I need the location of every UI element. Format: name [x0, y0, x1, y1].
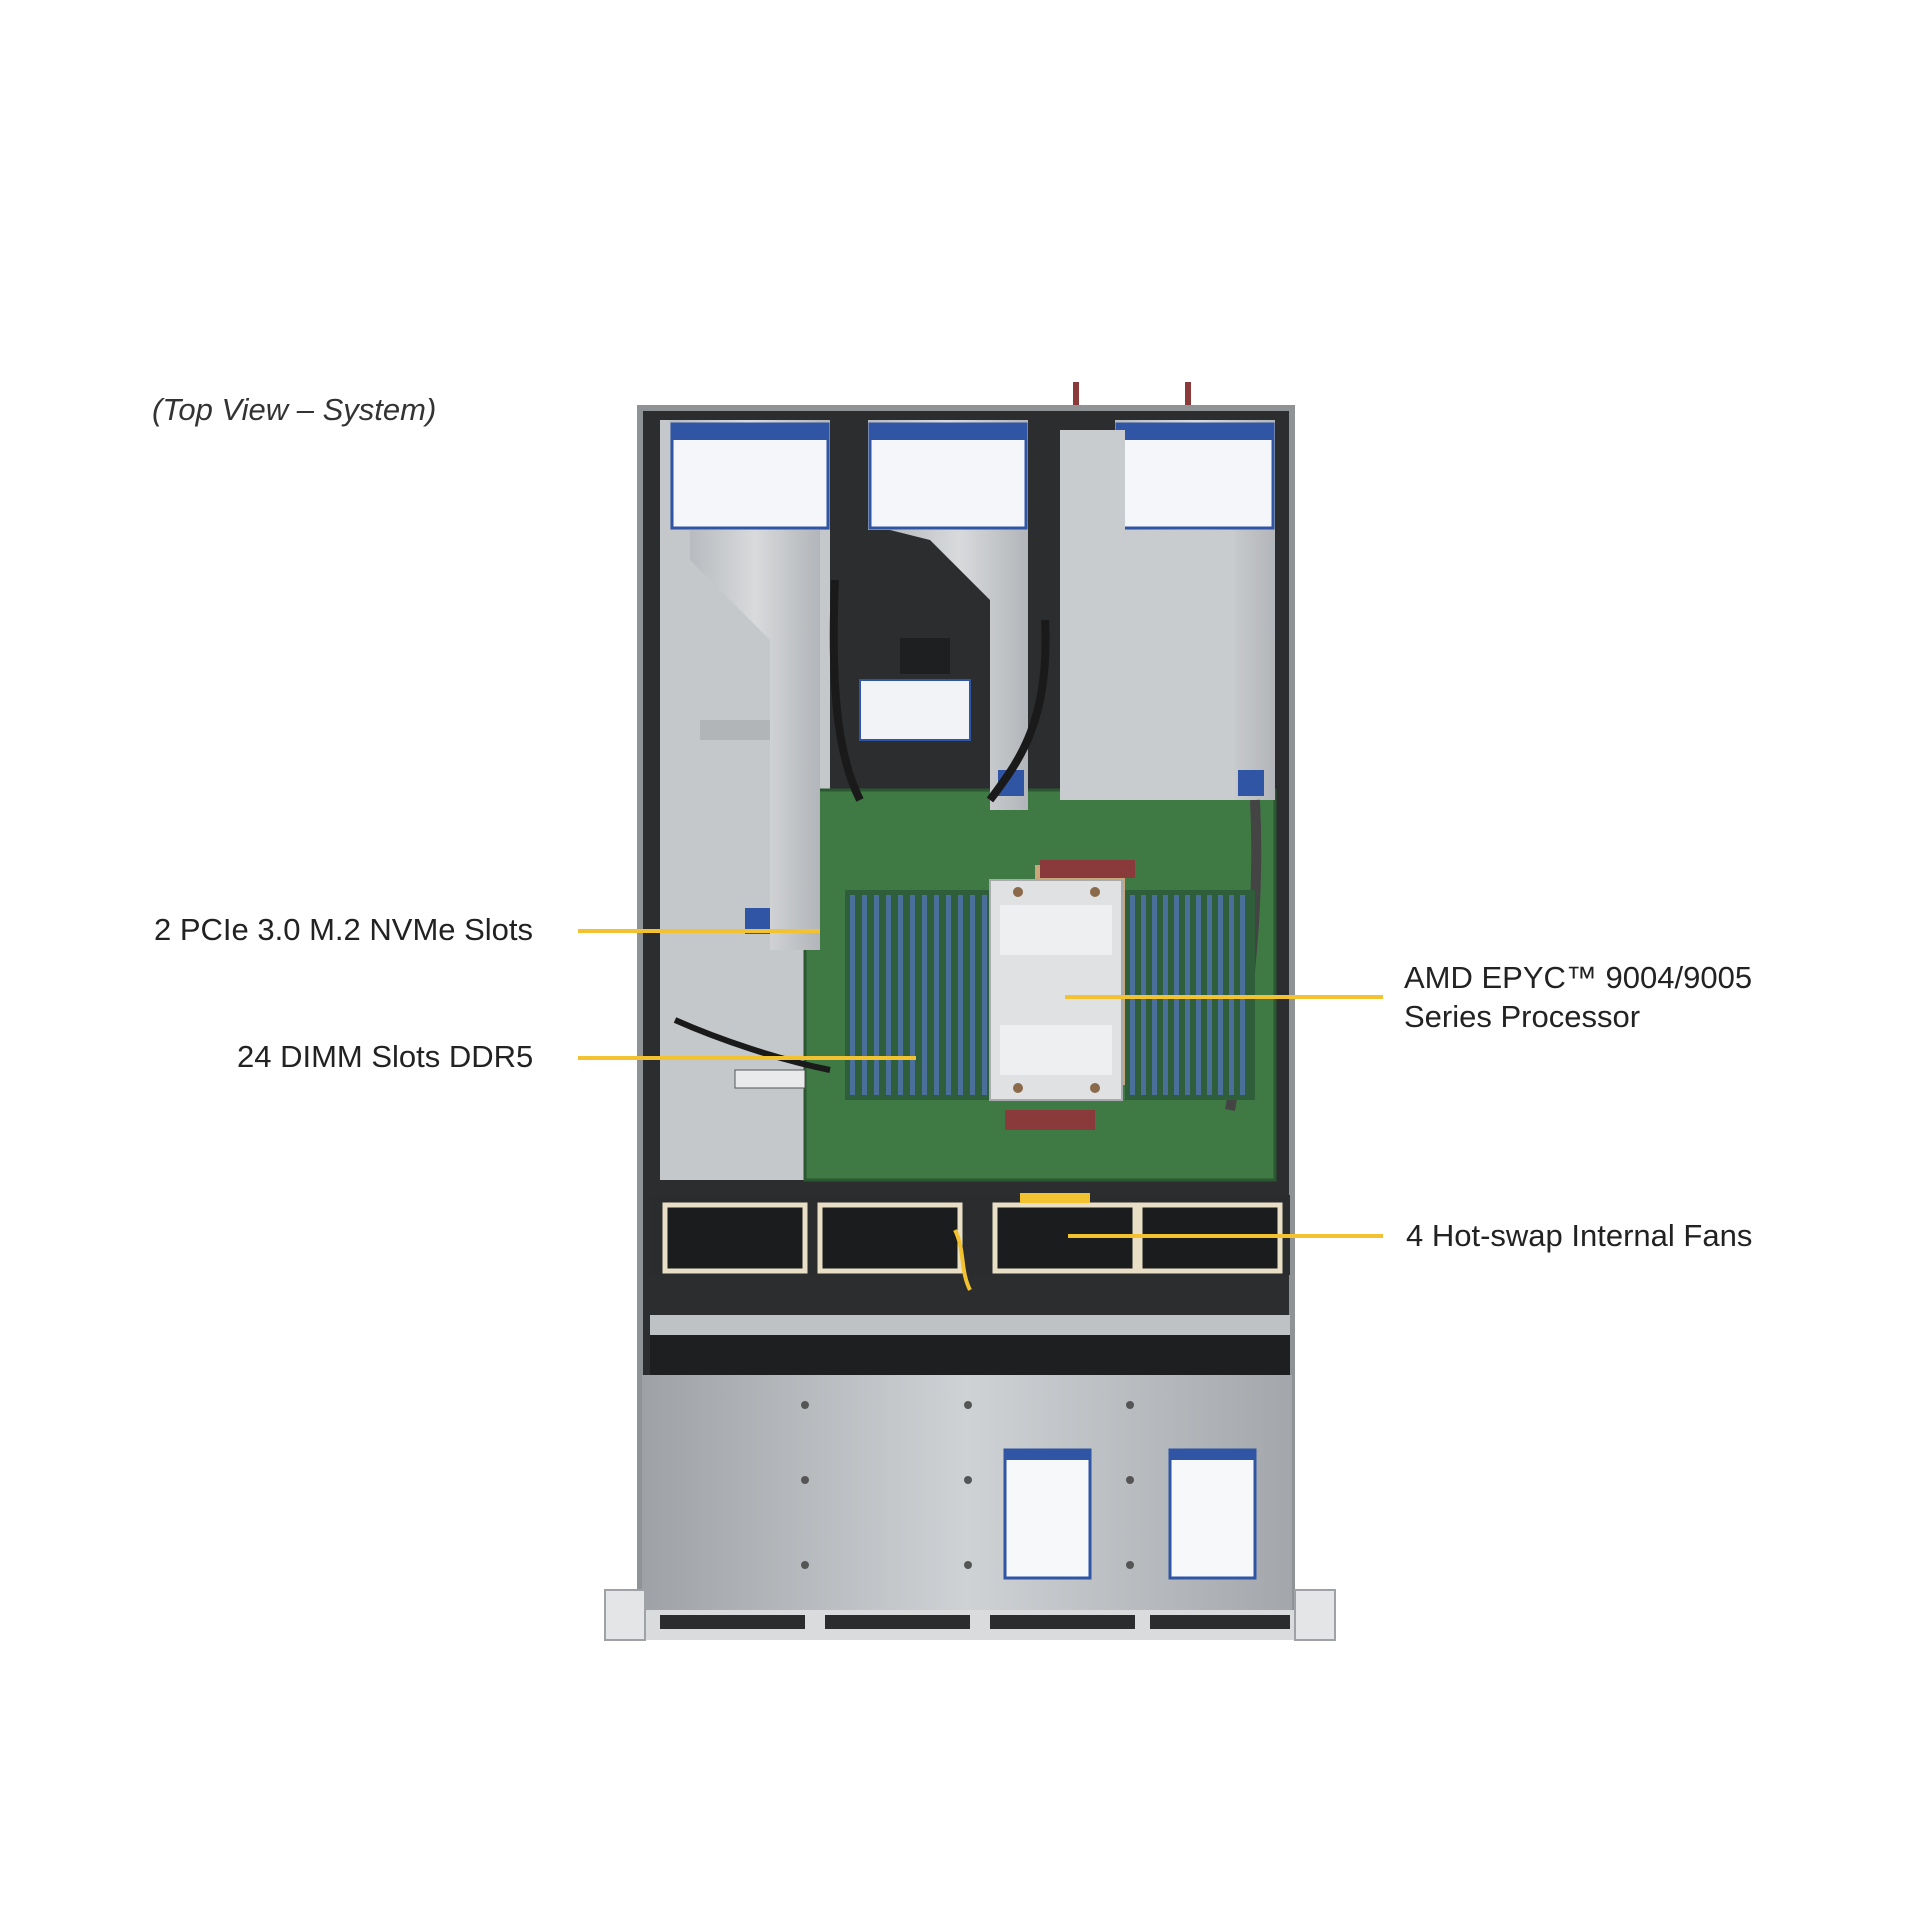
riser-slot-5-6 [670, 420, 830, 950]
riser-slot-3-4 [868, 420, 1028, 810]
callout-cpu-line2: Series Processor [1404, 999, 1641, 1034]
service-label-left [1003, 1448, 1092, 1580]
service-label-right [1168, 1448, 1257, 1580]
leader-nvme [578, 929, 820, 933]
leader-dimm [578, 1056, 916, 1060]
cpu-heatsink [989, 865, 1125, 1101]
view-caption: (Top View – System) [152, 392, 437, 427]
callout-dimm-slots: 24 DIMM Slots DDR5 [237, 1039, 534, 1074]
gpu-bay [1060, 430, 1125, 800]
callout-cpu-line1: AMD EPYC™ 9004/9005 [1404, 960, 1753, 995]
dimm-bank-left [845, 890, 995, 1100]
riser-slot-1-2 [1115, 420, 1275, 800]
fan-row [650, 1193, 1290, 1291]
callout-fans: 4 Hot-swap Internal Fans [1406, 1218, 1753, 1253]
gpu-support-bracket [859, 679, 971, 741]
leader-fans [1068, 1234, 1383, 1238]
leader-cpu [1065, 995, 1383, 999]
callout-nvme-slots: 2 PCIe 3.0 M.2 NVMe Slots [154, 912, 534, 947]
